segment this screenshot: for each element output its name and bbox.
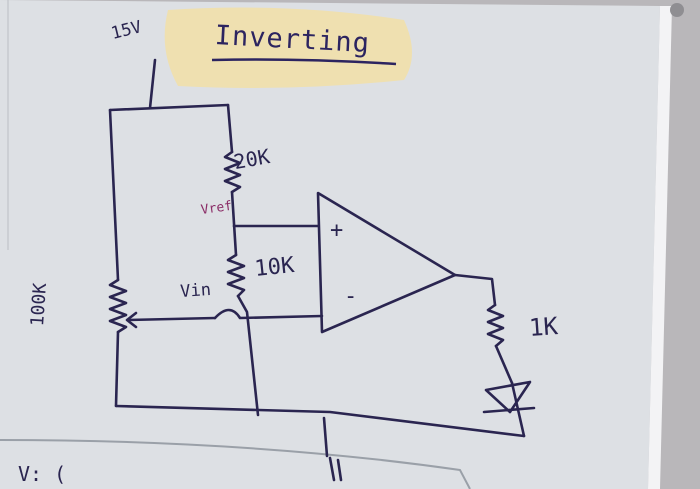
resistor-10k-label: 10K	[253, 252, 296, 282]
opamp-triangle	[316, 191, 457, 334]
title-underline	[211, 58, 397, 66]
divider-wire-top	[226, 103, 234, 154]
left-rail	[108, 108, 120, 282]
left-rail-lower	[114, 330, 120, 408]
potentiometer-wiper	[126, 316, 217, 322]
board-screw	[670, 3, 684, 17]
diode-symbol	[482, 380, 536, 438]
supply-lead	[148, 58, 157, 110]
ground-symbol	[328, 456, 343, 482]
divider-wire-bottom	[236, 294, 260, 417]
whiteboard-surface	[0, 0, 660, 489]
resistor-1k-label: 1K	[528, 312, 559, 342]
ground-lead	[322, 416, 329, 458]
potentiometer-label: 100K	[27, 282, 52, 327]
wire-to-minus-input	[213, 308, 324, 320]
wire-to-diode	[494, 344, 514, 385]
resistor-10k-symbol	[226, 253, 246, 298]
wiper-arrow	[125, 311, 138, 329]
opamp-minus-label: -	[344, 284, 358, 309]
resistor-1k-symbol	[486, 303, 505, 348]
title-highlight	[164, 7, 412, 89]
bottom-partial-text: V: (	[18, 462, 67, 486]
resistor-20k-symbol	[223, 150, 242, 194]
opamp-output-wire	[453, 273, 497, 307]
top-rail	[108, 103, 230, 112]
divider-wire-mid	[230, 190, 238, 257]
potentiometer-symbol	[108, 278, 128, 334]
opamp-plus-label: +	[330, 218, 344, 243]
ground-rail	[114, 404, 526, 438]
board-divider-line	[0, 439, 471, 489]
whiteboard-edge	[648, 6, 672, 489]
vin-label: Vin	[179, 279, 212, 302]
